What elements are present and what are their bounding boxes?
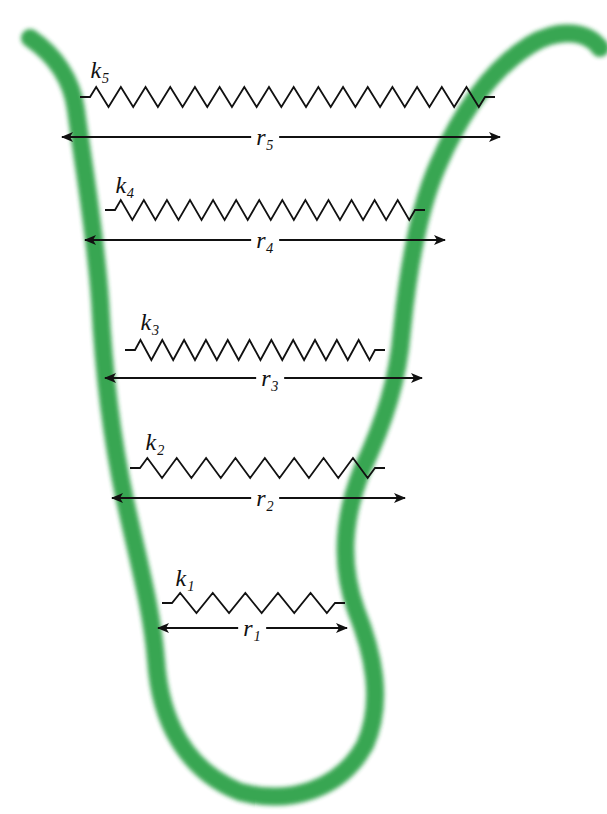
dimension-arrow	[62, 136, 500, 138]
length-label: r₅	[251, 124, 279, 150]
spring-constant: k₁	[171, 565, 200, 591]
spring	[105, 200, 425, 220]
spring-constant: k₃	[136, 309, 165, 335]
spring	[80, 87, 495, 107]
spring	[130, 458, 385, 478]
length-label: r₃	[256, 365, 284, 391]
spring-constant: k₄	[111, 172, 140, 198]
length-label: r₁	[238, 615, 266, 641]
spring	[162, 593, 345, 613]
spring-constant: k₂	[141, 429, 170, 455]
spring	[125, 340, 385, 360]
green-outline	[30, 33, 600, 796]
length-label: r₂	[251, 485, 279, 511]
spring-constant: k₅	[86, 57, 115, 83]
length-label: r₄	[251, 227, 279, 253]
